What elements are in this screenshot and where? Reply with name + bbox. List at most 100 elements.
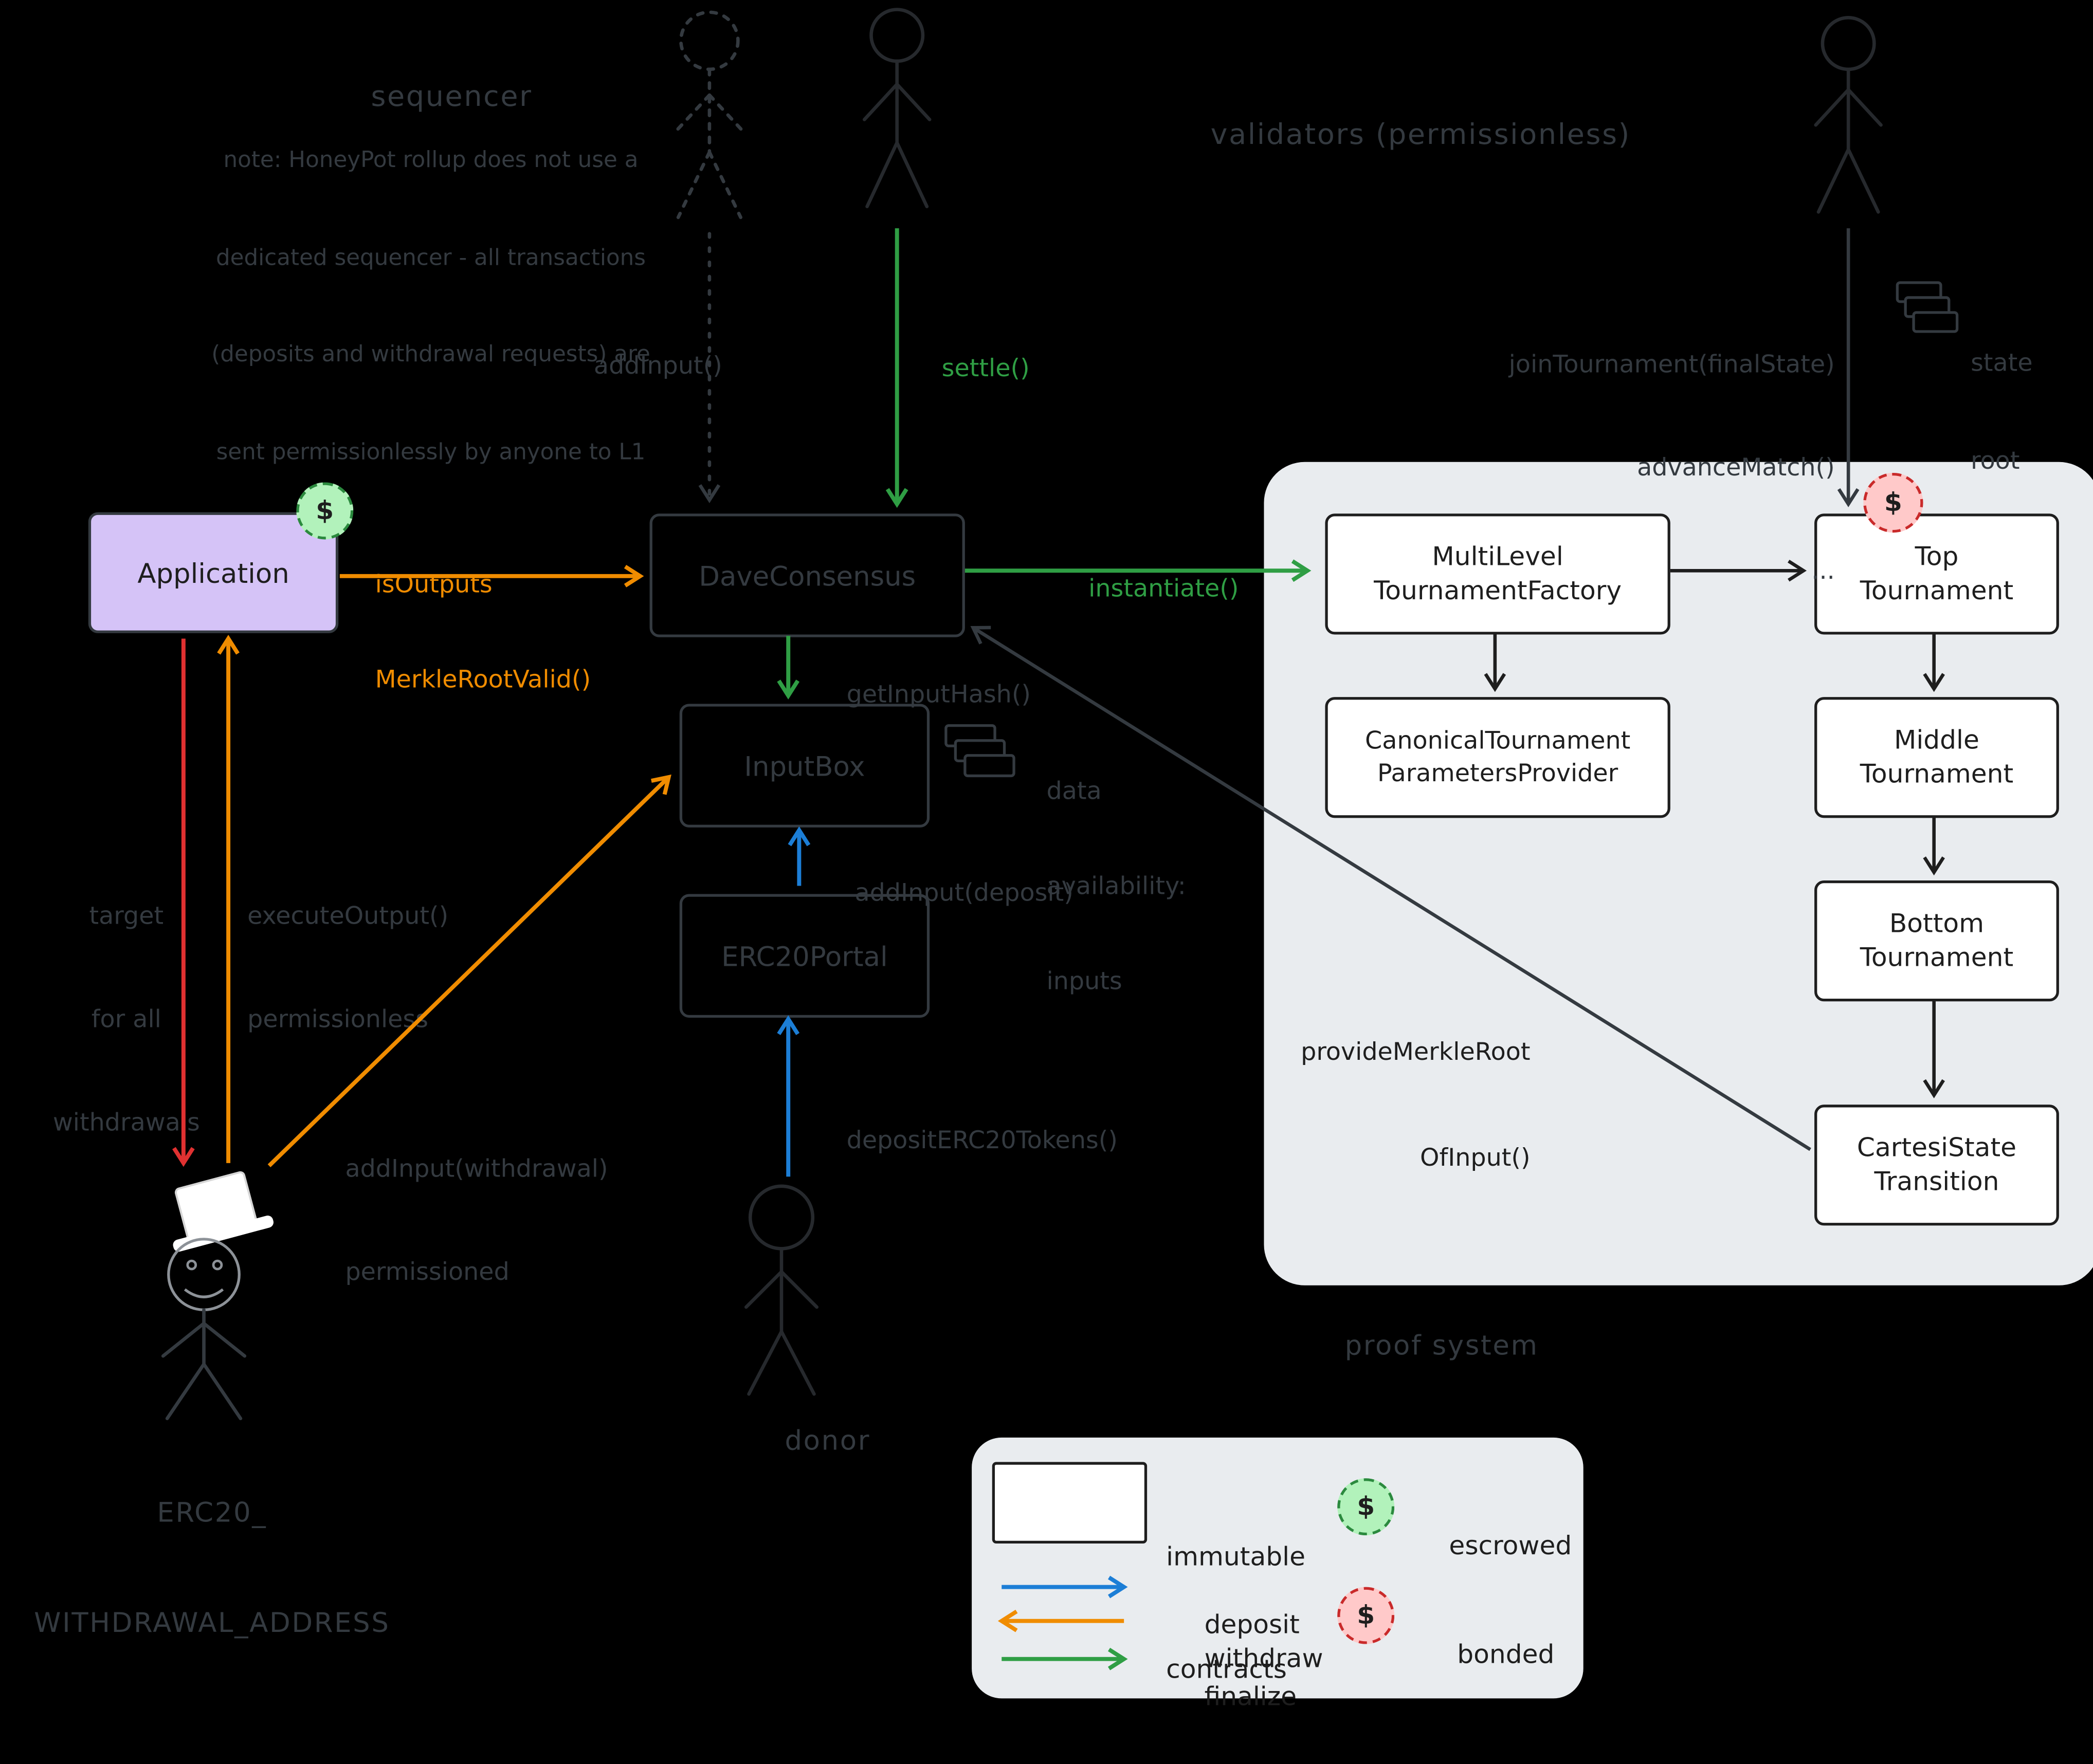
- validators-text: validators (permissionless): [1210, 119, 1631, 152]
- input-box-node: InputBox: [679, 704, 930, 828]
- target-line3: withdrawals: [52, 1108, 200, 1137]
- cartesi-state-transition-node: CartesiState Transition: [1814, 1105, 2059, 1226]
- join-line2: advanceMatch(): [1637, 453, 1835, 483]
- top-line2: Tournament: [1860, 575, 2014, 605]
- canonical-parameters-provider-node: CanonicalTournament ParametersProvider: [1325, 697, 1670, 818]
- join-line1: joinTournament(finalState): [1508, 351, 1835, 380]
- deposit-text: deposit: [1204, 1609, 1300, 1640]
- add-input-withdrawal-label: addInput(withdrawal) permissioned: [345, 1085, 608, 1358]
- bottom-line1: Bottom: [1889, 909, 1985, 939]
- join-tournament-label: joinTournament(finalState) advanceMatch(…: [1413, 280, 1835, 656]
- cartesi-line1: CartesiState: [1857, 1133, 2017, 1163]
- dollar-icon: $: [1357, 1492, 1375, 1522]
- is-outputs-line1: isOutputs: [375, 570, 493, 599]
- legend-immutable-contract-swatch: [992, 1462, 1148, 1544]
- target-line2: for all: [91, 1005, 161, 1034]
- note-line2: dedicated sequencer - all transactions: [215, 244, 646, 270]
- provide-line2: OfInput(): [1420, 1145, 1531, 1173]
- legend-immutable-label: immutable contracts: [1166, 1465, 1305, 1764]
- settle-label: settle(): [911, 318, 1030, 421]
- deposit-erc20-text: depositERC20Tokens(): [846, 1126, 1118, 1155]
- donor-figure-icon: [744, 1184, 819, 1396]
- erc20-portal-node: ERC20Portal: [679, 894, 930, 1018]
- target-withdrawals-label: target for all withdrawals: [35, 832, 217, 1208]
- state-root-stack-icon: [1896, 281, 1959, 333]
- provide-line1: provideMerkleRoot: [1301, 1038, 1531, 1067]
- immutable-line2: contracts: [1166, 1655, 1287, 1685]
- validator-figure-icon: [1814, 16, 1883, 214]
- withdrawal-line1: addInput(withdrawal): [345, 1155, 608, 1184]
- get-input-hash-text: getInputHash(): [846, 681, 1031, 710]
- input-box-label: InputBox: [744, 749, 865, 782]
- sequencer-title-text: sequencer: [371, 80, 533, 114]
- application-label: Application: [137, 556, 289, 589]
- withdraw-text: withdraw: [1204, 1643, 1323, 1674]
- add-input-deposit-text: addInput(deposit): [854, 879, 1073, 908]
- state-root-line2: root: [1971, 447, 2020, 476]
- top-tournament-node: Top Tournament: [1814, 513, 2059, 635]
- da-line3: inputs: [1046, 967, 1122, 997]
- target-line1: target: [89, 903, 164, 931]
- bonded-text: bonded: [1457, 1639, 1555, 1669]
- canonical-line2: ParametersProvider: [1377, 759, 1618, 787]
- add-input-label: addInput(): [562, 315, 722, 418]
- multilevel-line2: TournamentFactory: [1374, 575, 1622, 605]
- dollar-icon: $: [316, 495, 334, 526]
- instantiate-text: instantiate(): [1088, 575, 1239, 604]
- sequencer-note: note: HoneyPot rollup does not use a ded…: [160, 79, 701, 534]
- legend-bonded-label: bonded: [1424, 1601, 1554, 1709]
- settle-text: settle(): [941, 355, 1030, 383]
- note-line4: sent permissionlessly by anyone to L1: [216, 439, 646, 465]
- validator-figure-icon: [862, 8, 932, 209]
- diagram-canvas: Application DaveConsensus InputBox ERC20…: [34, 8, 2093, 1712]
- bottom-line2: Tournament: [1860, 942, 2014, 972]
- add-input-text: addInput(): [593, 352, 722, 381]
- legend-deposit-label: deposit: [1172, 1571, 1300, 1679]
- execute-output-label: executeOutput() permissionless: [247, 832, 448, 1106]
- erc20-withdrawal-address-label: ERC20_ WITHDRAWAL_ADDRESS: [0, 1421, 424, 1715]
- address-line1: ERC20_: [157, 1496, 267, 1529]
- note-line1: note: HoneyPot rollup does not use a: [223, 146, 639, 173]
- sequencer-title: sequencer: [160, 38, 701, 158]
- immutable-line1: immutable: [1166, 1542, 1305, 1572]
- is-outputs-line2: MerkleRootValid(): [375, 666, 591, 694]
- cartesi-line2: Transition: [1874, 1166, 1999, 1197]
- execute-line2: permissionless: [247, 1005, 429, 1034]
- instantiate-label: instantiate(): [1058, 538, 1239, 641]
- note-line3: (deposits and withdrawal requests) are: [211, 341, 650, 368]
- canonical-line1: CanonicalTournament: [1364, 727, 1631, 756]
- legend-withdraw-label: withdraw: [1172, 1605, 1323, 1713]
- donor-text: donor: [785, 1424, 871, 1457]
- withdrawal-line2: permissioned: [345, 1258, 509, 1287]
- application-node: Application: [88, 512, 339, 633]
- legend-escrowed-badge: $: [1337, 1478, 1395, 1536]
- provide-merkle-label: provideMerkleRoot OfInput(): [1275, 965, 1531, 1248]
- erc20-portal-label: ERC20Portal: [721, 939, 888, 972]
- get-input-hash-label: getInputHash(): [815, 644, 1031, 747]
- bottom-tournament-node: Bottom Tournament: [1814, 880, 2059, 1002]
- address-line2: WITHDRAWAL_ADDRESS: [34, 1606, 390, 1639]
- join-line3: ...: [1811, 556, 1835, 585]
- finalize-text: finalize: [1204, 1681, 1297, 1712]
- state-root-line1: state: [1971, 348, 2033, 377]
- dollar-icon: $: [1884, 488, 1902, 518]
- multilevel-line1: MultiLevel: [1432, 542, 1563, 572]
- dave-consensus-label: DaveConsensus: [699, 559, 916, 592]
- escrowed-dollar-badge-application: $: [296, 482, 354, 540]
- legend-escrowed-label: escrowed: [1416, 1492, 1572, 1601]
- middle-line2: Tournament: [1860, 759, 2014, 789]
- top-line1: Top: [1915, 542, 1959, 572]
- dave-consensus-node: DaveConsensus: [649, 513, 965, 637]
- middle-line1: Middle: [1894, 725, 1979, 756]
- validators-label: validators (permissionless): [1169, 76, 1631, 196]
- donor-label: donor: [745, 1383, 871, 1497]
- add-input-deposit-label: addInput(deposit): [824, 842, 1073, 945]
- da-line1: data: [1046, 777, 1102, 806]
- bonded-dollar-badge-top-tournament: $: [1863, 472, 1923, 533]
- proof-system-text: proof system: [1344, 1329, 1539, 1362]
- deposit-erc20-label: depositERC20Tokens(): [815, 1090, 1118, 1192]
- legend-finalize-label: finalize: [1172, 1643, 1297, 1751]
- state-root-label: state root: [1971, 281, 2033, 545]
- execute-line1: executeOutput(): [247, 903, 449, 931]
- legend-bonded-badge: $: [1337, 1587, 1395, 1644]
